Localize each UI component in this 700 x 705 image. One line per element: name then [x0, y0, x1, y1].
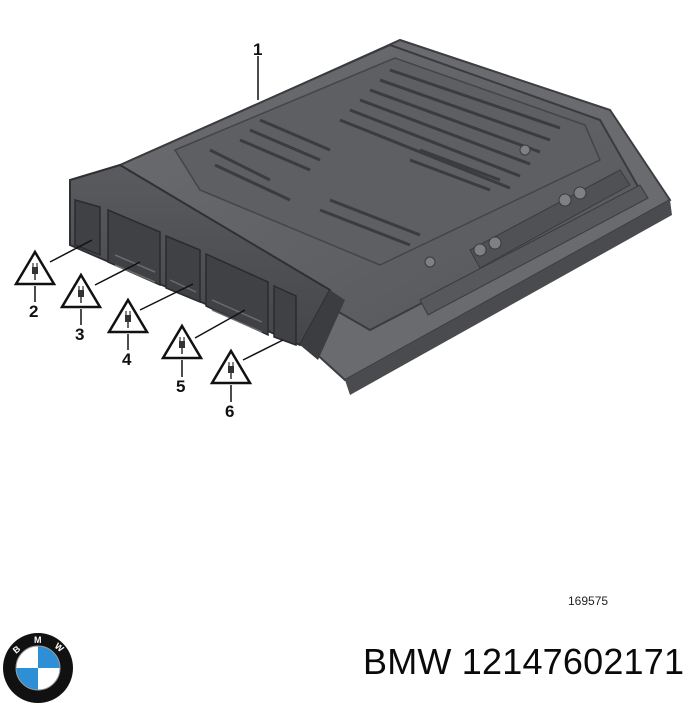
callout-4: 4	[122, 350, 132, 369]
callout-3: 3	[75, 325, 85, 344]
plug-warning-icon-5	[160, 323, 204, 360]
logo-letter-m: M	[34, 635, 42, 645]
bmw-logo: B M W	[3, 633, 73, 703]
callout-2: 2	[29, 302, 39, 321]
mounting-bolts	[424, 144, 587, 268]
cooling-fins	[209, 68, 561, 247]
part-number-caption: BMW 12147602171	[363, 641, 685, 682]
callout-1: 1	[253, 40, 263, 59]
connector-block	[69, 163, 345, 360]
logo-letter-b: B	[11, 643, 23, 655]
callout-5: 5	[176, 377, 186, 396]
plug-warning-icon-3	[59, 272, 103, 309]
plug-warning-icon-4	[106, 297, 150, 334]
callout-6: 6	[225, 402, 235, 421]
leader-lines	[34, 56, 284, 402]
diagram-reference-number: 169575	[568, 594, 609, 608]
plug-warning-icon-6	[209, 348, 253, 385]
plug-warning-icons	[13, 249, 253, 385]
plug-warning-icon-2	[13, 249, 57, 286]
